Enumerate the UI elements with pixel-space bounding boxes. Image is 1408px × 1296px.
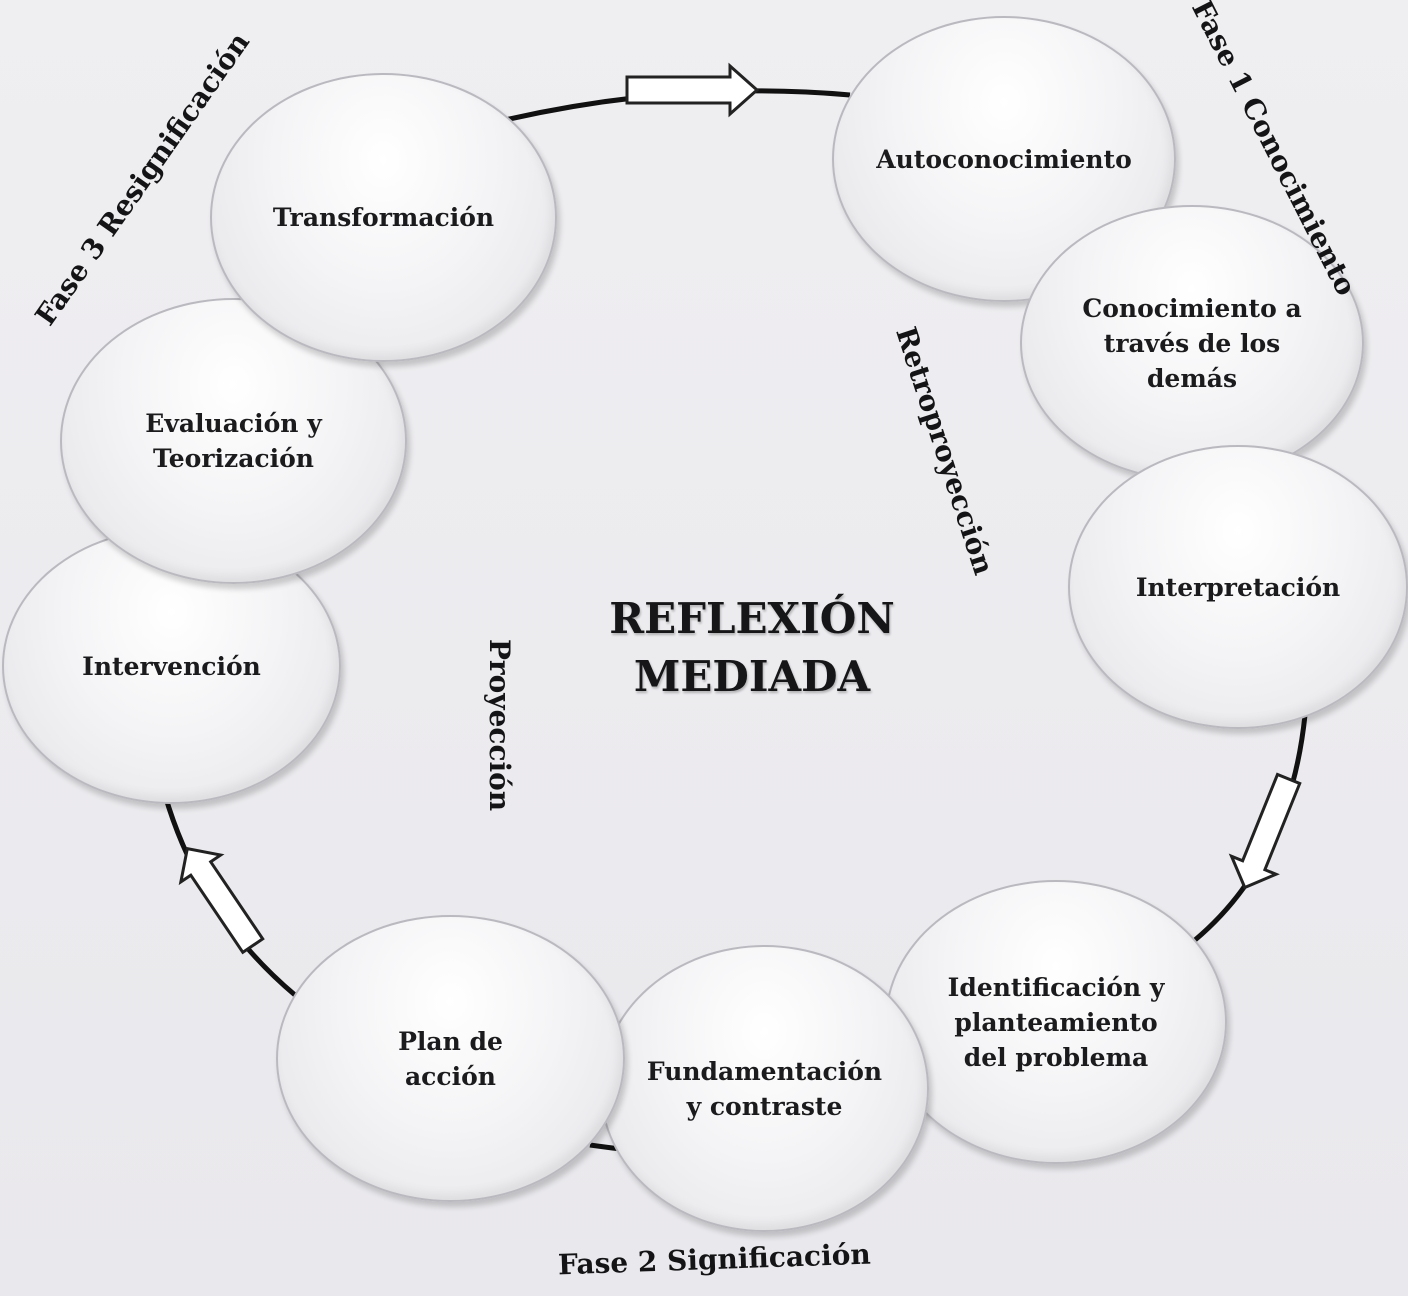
node-transformacion: Transformación bbox=[210, 73, 557, 362]
arrow-up-icon bbox=[178, 846, 265, 955]
proyeccion-label: Proyección bbox=[483, 638, 516, 812]
node-label: Conocimiento a través de los demás bbox=[1082, 293, 1302, 393]
node-identificacion: Identificación y planteamiento del probl… bbox=[885, 880, 1227, 1164]
node-label: Autoconocimiento bbox=[876, 144, 1132, 174]
node-label: Fundamentación y contraste bbox=[646, 1056, 883, 1121]
node-label: Intervención bbox=[82, 651, 261, 681]
node-label: Identificación y planteamiento del probl… bbox=[947, 972, 1165, 1072]
node-plan: Plan de acción bbox=[276, 915, 625, 1202]
arrow-right-icon bbox=[625, 62, 760, 118]
node-label: Evaluación y Teorización bbox=[145, 409, 322, 473]
node-label: Plan de acción bbox=[398, 1026, 503, 1091]
center-title: REFLEXIÓN MEDIADA bbox=[609, 594, 895, 701]
arrow-down-icon bbox=[1228, 772, 1302, 890]
node-label: Interpretación bbox=[1135, 572, 1341, 602]
node-interpretacion: Interpretación bbox=[1068, 445, 1408, 729]
ring-segment-right bbox=[1193, 714, 1308, 942]
node-fundamentacion: Fundamentación y contraste bbox=[600, 945, 929, 1232]
node-label: Transformación bbox=[272, 203, 495, 232]
